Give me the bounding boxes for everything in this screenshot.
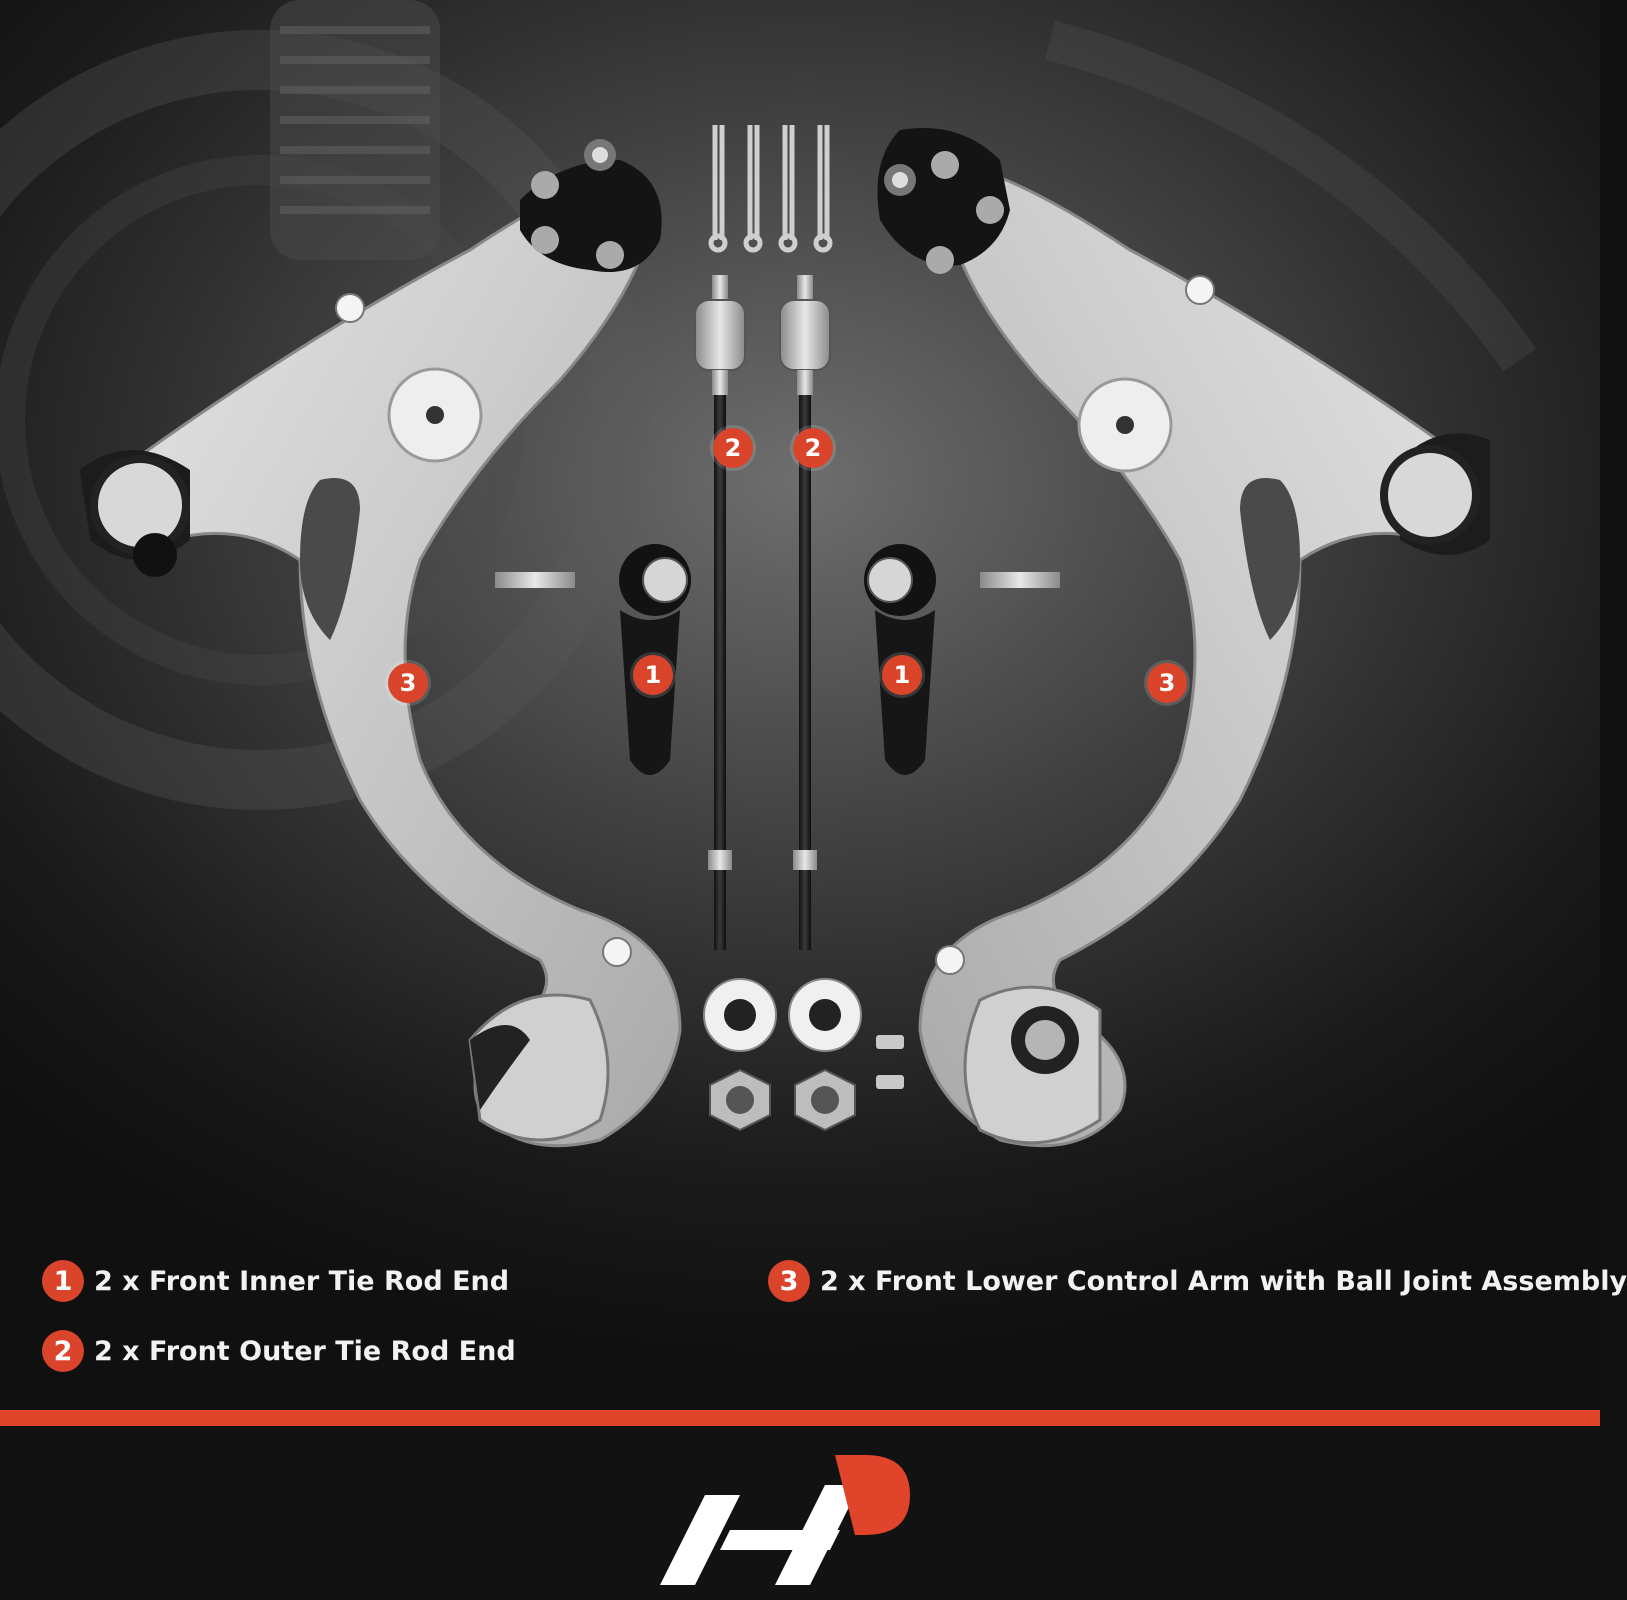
accent-stripe — [0, 1410, 1600, 1426]
parts-legend: 1 2 x Front Inner Tie Rod End 2 2 x Fron… — [0, 1240, 1627, 1390]
legend-number: 3 — [768, 1260, 810, 1302]
right-control-arm — [877, 128, 1490, 1148]
callout-badge: 1 — [882, 655, 922, 695]
legend-item: 3 2 x Front Lower Control Arm with Ball … — [768, 1260, 1627, 1302]
legend-text: 2 x Front Outer Tie Rod End — [94, 1335, 516, 1367]
cotter-pins — [708, 125, 833, 253]
callout-badge: 2 — [713, 428, 753, 468]
callout-badge: 3 — [388, 663, 428, 703]
legend-item: 1 2 x Front Inner Tie Rod End — [42, 1260, 509, 1302]
hardware — [703, 978, 904, 1132]
callout-badge: 1 — [633, 655, 673, 695]
inner-tie-rod-left — [694, 275, 746, 950]
legend-text: 2 x Front Inner Tie Rod End — [94, 1265, 510, 1297]
brand-logo-icon — [660, 1455, 910, 1585]
legend-item: 2 2 x Front Outer Tie Rod End — [42, 1330, 516, 1372]
parts-illustration — [80, 125, 1490, 1148]
legend-text: 2 x Front Lower Control Arm with Ball Jo… — [820, 1265, 1627, 1297]
inner-tie-rod-right — [779, 275, 831, 950]
callout-badge: 3 — [1147, 663, 1187, 703]
left-control-arm — [80, 139, 682, 1148]
callout-badge: 2 — [793, 428, 833, 468]
legend-number: 2 — [42, 1330, 84, 1372]
legend-number: 1 — [42, 1260, 84, 1302]
